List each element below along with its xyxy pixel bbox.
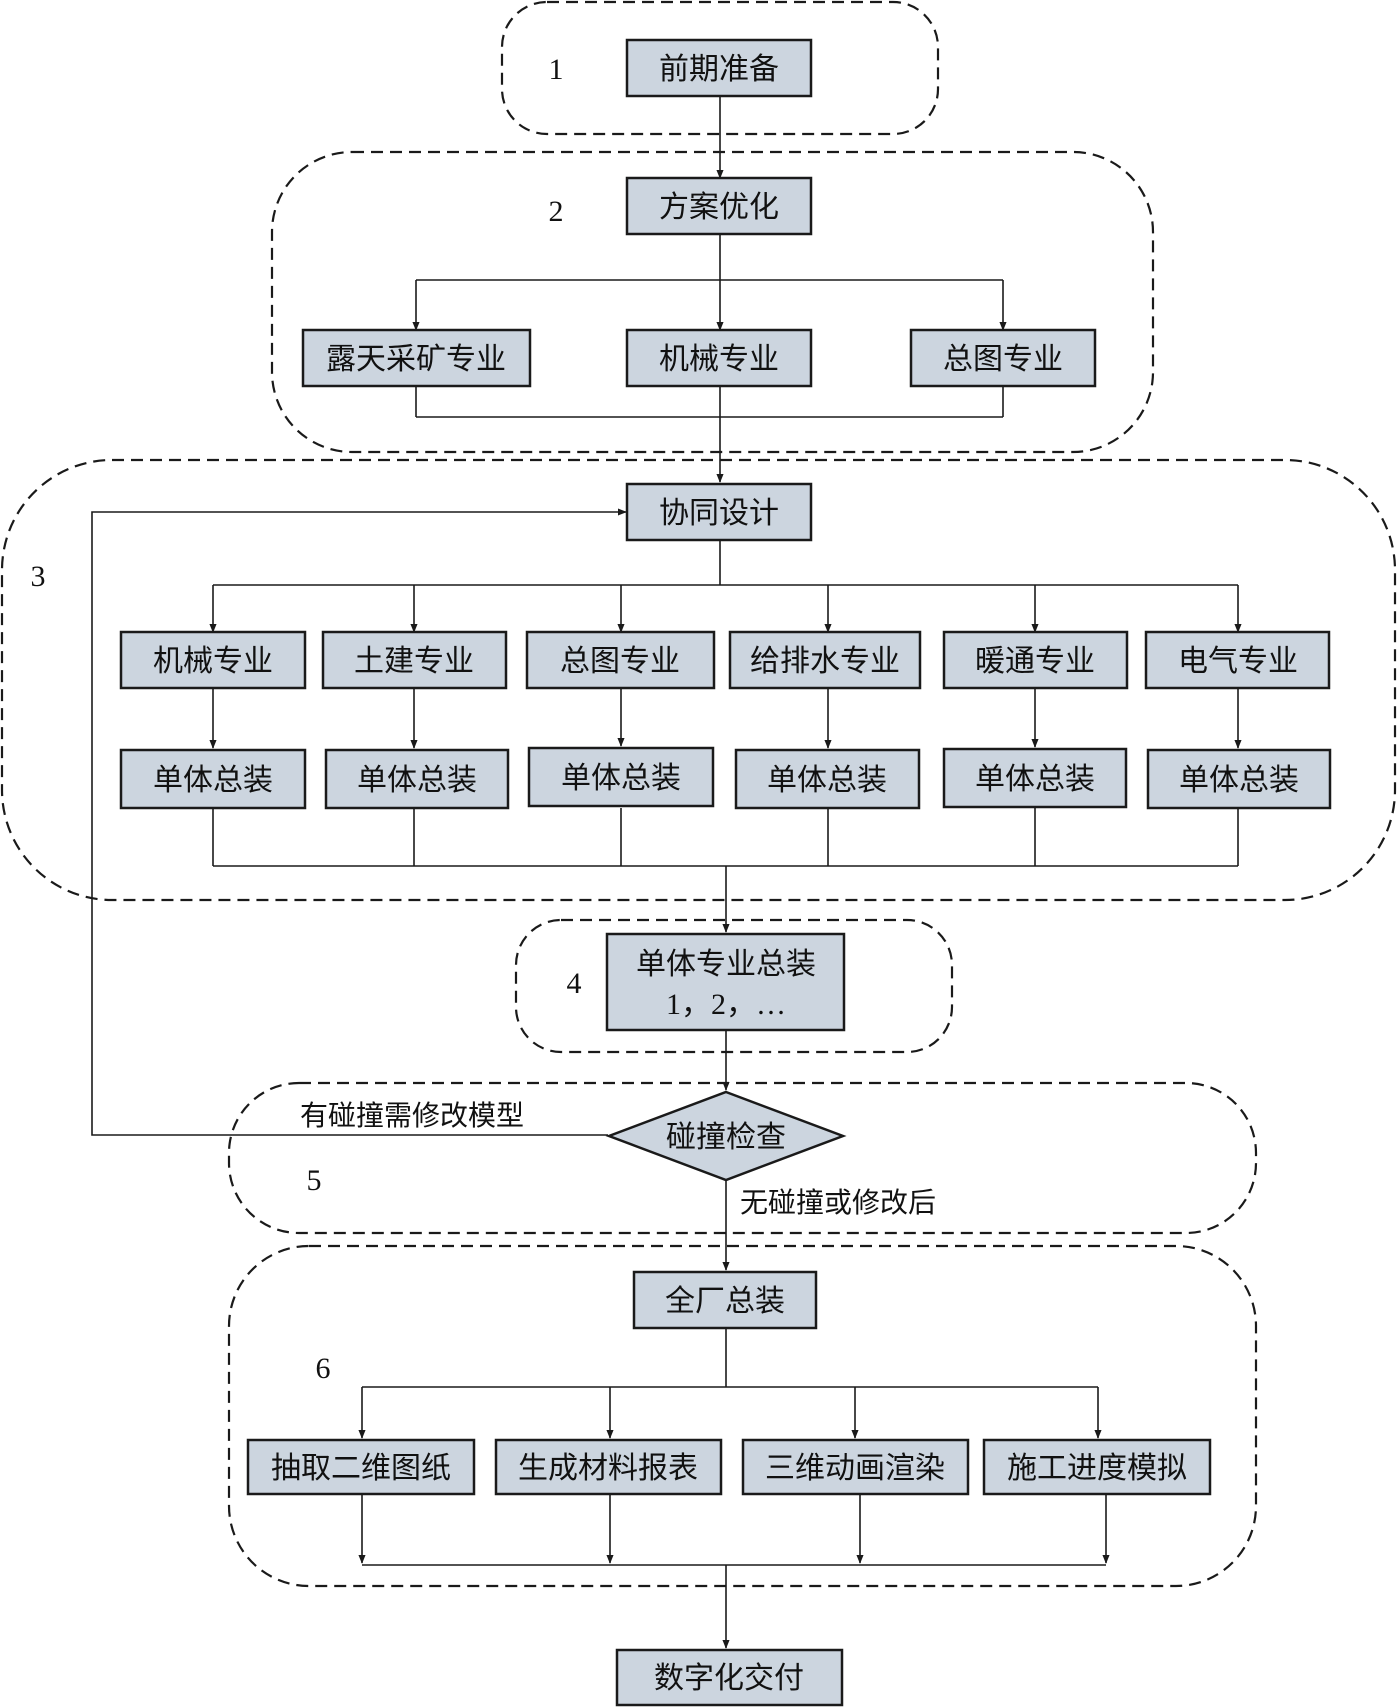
group-outline-1 [500,0,940,136]
unit-assembly-label: 单体总装 [1179,763,1299,798]
output-box-3: 三维动画渲染 [741,1438,970,1496]
unit-assembly-label: 单体总装 [561,761,681,796]
unit-assembly-box-4: 单体总装 [734,748,921,810]
unit-assembly-box-2: 单体总装 [324,748,510,810]
node-plant: 全厂总装 [632,1270,818,1330]
node-delivery-label: 数字化交付 [654,1661,804,1696]
unit-assembly-box-5: 单体总装 [942,747,1128,809]
connectors [91,96,1242,1649]
unit-assembly-label: 单体总装 [975,762,1095,797]
node-collab: 协同设计 [625,482,813,542]
group-outline-2 [270,150,1155,454]
node-clash-check: 碰撞检查 [605,1090,847,1182]
node-single-total: 单体专业总装 1，2，… [605,932,846,1032]
node-mining-label: 露天采矿专业 [326,342,506,377]
output-box-1: 抽取二维图纸 [246,1438,476,1496]
unit-assembly-label: 单体总装 [767,763,887,798]
node-mech-1: 机械专业 [625,328,813,388]
edge-label-clash-yes: 有碰撞需修改模型 [300,1099,524,1132]
unit-assembly-label: 单体总装 [357,763,477,798]
node-plant-label: 全厂总装 [665,1284,785,1319]
group-outline-6 [227,1244,1258,1588]
group-number-4: 4 [567,967,582,1000]
discipline-box-3: 总图专业 [525,630,716,690]
discipline-box-6: 电气专业 [1144,630,1331,690]
output-box-2: 生成材料报表 [494,1438,723,1496]
discipline-box-5: 暖通专业 [942,630,1129,690]
node-general-1: 总图专业 [909,328,1097,388]
unit-assembly-box-3: 单体总装 [527,746,715,808]
discipline-label: 电气专业 [1178,644,1298,679]
node-mining: 露天采矿专业 [301,328,532,388]
output-box-4: 施工进度模拟 [982,1438,1212,1496]
unit-assembly-box-6: 单体总装 [1146,748,1332,810]
edge-label-clash-no: 无碰撞或修改后 [740,1186,936,1219]
output-label: 生成材料报表 [518,1451,698,1486]
group-number-5: 5 [307,1164,322,1197]
output-label: 施工进度模拟 [1007,1451,1187,1486]
node-clash-check-label: 碰撞检查 [666,1120,786,1155]
group-number-2: 2 [549,195,564,228]
discipline-label: 机械专业 [153,644,273,679]
node-single-total-line1: 单体专业总装 [636,947,816,982]
group-outline-3 [0,458,1397,902]
group-number-3: 3 [31,560,46,593]
node-delivery: 数字化交付 [615,1648,844,1707]
node-prep-label: 前期准备 [659,52,779,87]
discipline-box-1: 机械专业 [119,630,307,690]
connector-feedback-loop [91,508,627,1136]
group-number-6: 6 [316,1352,331,1385]
unit-assembly-label: 单体总装 [153,763,273,798]
discipline-label: 给排水专业 [750,644,900,679]
node-mech-1-label: 机械专业 [659,342,779,377]
node-prep: 前期准备 [625,38,813,98]
discipline-label: 土建专业 [354,644,474,679]
discipline-box-2: 土建专业 [321,630,508,690]
discipline-label: 暖通专业 [975,644,1095,679]
discipline-label: 总图专业 [560,644,680,679]
output-label: 抽取二维图纸 [271,1451,451,1486]
node-scheme: 方案优化 [625,176,813,236]
discipline-box-4: 给排水专业 [728,630,922,690]
group-outline-5 [227,1081,1258,1235]
node-general-1-label: 总图专业 [943,342,1063,377]
unit-assembly-box-1: 单体总装 [119,748,307,810]
group-number-1: 1 [549,53,564,86]
group-outline-4 [514,918,954,1054]
output-label: 三维动画渲染 [765,1451,945,1486]
node-scheme-label: 方案优化 [659,190,779,225]
node-collab-label: 协同设计 [659,496,779,531]
node-single-total-line2: 1，2，… [666,988,786,1021]
